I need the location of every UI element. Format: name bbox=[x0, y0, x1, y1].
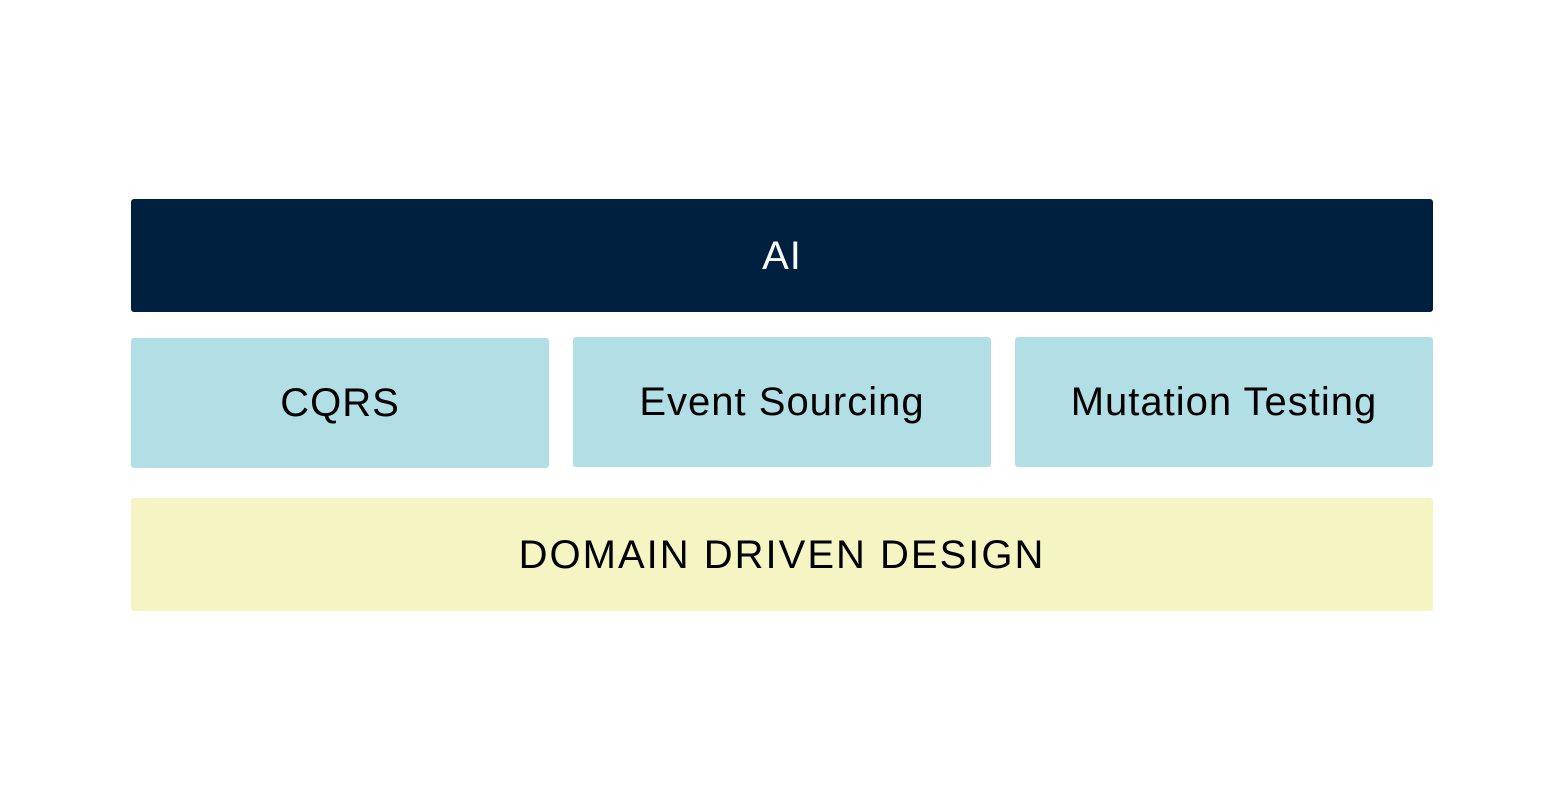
layer-domain-driven-design: DOMAIN DRIVEN DESIGN bbox=[131, 498, 1433, 611]
layer-event-sourcing-label: Event Sourcing bbox=[639, 380, 925, 424]
layer-mutation-testing-label: Mutation Testing bbox=[1070, 380, 1378, 424]
layer-cqrs: CQRS bbox=[131, 338, 549, 468]
layer-ai: AI bbox=[131, 199, 1433, 312]
layer-cqrs-label: CQRS bbox=[280, 381, 400, 425]
layer-mutation-testing: Mutation Testing bbox=[1015, 337, 1433, 467]
layer-domain-driven-design-label: DOMAIN DRIVEN DESIGN bbox=[518, 532, 1046, 577]
layer-ai-label: AI bbox=[762, 233, 802, 278]
layer-event-sourcing: Event Sourcing bbox=[573, 337, 991, 467]
